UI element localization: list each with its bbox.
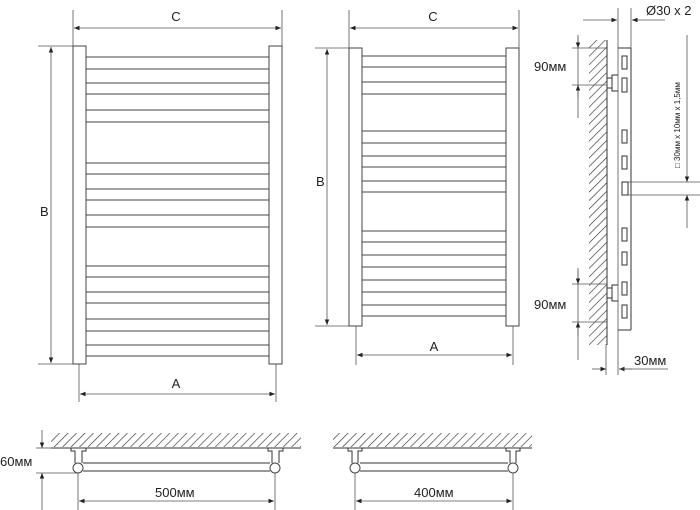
- rung-slot: [621, 251, 628, 266]
- right-post: [507, 462, 519, 474]
- front-view-small: C B A: [315, 9, 520, 365]
- rung-slot: [621, 304, 628, 319]
- left-post: [348, 47, 363, 327]
- rung: [361, 180, 507, 193]
- dimension-c-label: C: [171, 9, 180, 24]
- pipe-label: Ø30 x 2: [646, 3, 692, 18]
- rung: [85, 82, 270, 95]
- rung: [85, 265, 270, 278]
- rung-slot: [621, 281, 628, 296]
- rung-profile-label: □ 30мм x 10мм x 1,5мм: [673, 82, 682, 168]
- dimension-b-label: B: [40, 204, 49, 219]
- wall-hatch: [589, 40, 607, 345]
- wall-hatch: [333, 433, 532, 447]
- dimension-b-label: B: [316, 174, 325, 189]
- wall-offset-label: 30мм: [634, 353, 666, 368]
- rung-slot: [621, 55, 628, 70]
- rung: [361, 254, 507, 268]
- right-post: [505, 47, 520, 327]
- top-bracket: [607, 74, 618, 92]
- axis-distance-label: 400мм: [414, 485, 454, 500]
- rung: [85, 344, 270, 357]
- rung: [361, 130, 507, 144]
- side-view: Ø30 x 2 90мм 90мм □ 30мм x 10мм x 1,5мм …: [534, 3, 700, 375]
- rung: [361, 279, 507, 293]
- right-post: [269, 462, 281, 474]
- rung: [85, 188, 270, 201]
- dimension-a-label: A: [172, 376, 181, 391]
- rung: [361, 81, 507, 95]
- dimension-a-label: A: [430, 339, 439, 354]
- rung: [85, 318, 270, 332]
- rung-slot: [621, 155, 628, 170]
- left-post: [349, 462, 361, 474]
- front-view-large: C B A: [38, 9, 283, 402]
- rung-slot: [621, 129, 628, 144]
- rung: [361, 55, 507, 68]
- right-post: [268, 45, 283, 365]
- rung: [85, 56, 270, 70]
- rung: [361, 230, 507, 243]
- top-bracket-label: 90мм: [534, 59, 566, 74]
- top-view-large: 60мм 500мм: [0, 430, 301, 510]
- rung-section: [621, 181, 629, 196]
- bottom-bracket: [607, 284, 618, 302]
- rung: [85, 162, 270, 175]
- rung: [85, 214, 270, 228]
- rung: [85, 291, 270, 304]
- left-post: [72, 462, 84, 474]
- rung-slot: [621, 77, 628, 93]
- top-view-small: 400мм: [333, 433, 532, 510]
- bottom-bracket-label: 90мм: [534, 297, 566, 312]
- rung: [85, 109, 270, 123]
- wall-hatch: [51, 433, 301, 447]
- depth-label: 60мм: [0, 454, 32, 469]
- rung-slot: [621, 227, 628, 242]
- rung: [361, 304, 507, 317]
- rung: [361, 155, 507, 168]
- left-post: [72, 45, 87, 365]
- dimension-c-label: C: [428, 9, 437, 24]
- axis-distance-label: 500мм: [155, 485, 195, 500]
